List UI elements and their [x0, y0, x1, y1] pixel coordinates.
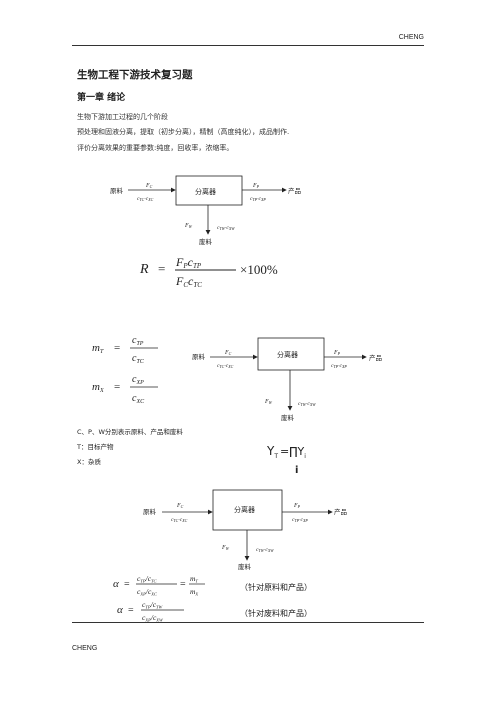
- mt-formula: mT = cTP cTC: [92, 335, 158, 365]
- svg-text:分离器: 分离器: [277, 350, 298, 359]
- header-label: CHENG: [398, 34, 424, 41]
- svg-text:cXP/cXC: cXP/cXC: [137, 587, 158, 597]
- svg-text:=: =: [114, 381, 120, 393]
- svg-text:=: =: [128, 605, 134, 616]
- svg-text:原料: 原料: [192, 352, 206, 361]
- paragraph-line-3: 评价分离效果的重要参数:纯度，回收率，浓缩率。: [77, 144, 234, 152]
- separator-diagram-1: 分离器 原料 FC cTC·cXC 产品 FP cTP·cXP FW cTW·c…: [110, 175, 301, 246]
- svg-text:YT=∏Yi: YT=∏Yi: [266, 444, 306, 460]
- svg-text:cTP: cTP: [132, 335, 144, 347]
- svg-text:FP: FP: [293, 503, 301, 509]
- svg-text:cXC: cXC: [132, 393, 145, 405]
- waste-label: 废料: [199, 237, 213, 246]
- svg-text:FW: FW: [221, 545, 230, 551]
- paragraph-line-2: 预处理和固液分离，提取（初步分离），精制（高度纯化），成品制作.: [77, 128, 290, 136]
- waste-conc-label: cTW·cXW: [217, 225, 235, 231]
- recovery-numerator: FPcTP: [175, 255, 202, 270]
- svg-text:（针对原料和产品）: （针对原料和产品）: [240, 582, 312, 592]
- recovery-eq: =: [158, 261, 165, 276]
- recovery-denominator: FCcTC: [175, 274, 202, 289]
- svg-text:分离器: 分离器: [234, 505, 255, 514]
- svg-text:FW: FW: [264, 399, 273, 405]
- yield-formula: YT=∏Yi i: [266, 444, 306, 476]
- page-header: CHENG: [72, 34, 424, 46]
- svg-text:产品: 产品: [334, 507, 347, 516]
- page-footer: CHENG: [72, 622, 424, 652]
- svg-text:mX: mX: [92, 381, 104, 394]
- svg-text:=: =: [114, 342, 120, 354]
- product-label: 产品: [288, 186, 301, 195]
- fc-label: FC: [145, 183, 153, 189]
- svg-text:废料: 废料: [238, 562, 252, 571]
- paragraph-line-1: 生物下游加工过程的几个阶段: [77, 113, 168, 121]
- svg-text:cTC·cXC: cTC·cXC: [217, 363, 234, 369]
- separator-diagram-3: 分离器 原料 FC cTC·cXC 产品 FP cTP·cXP FW cTW·c…: [143, 489, 347, 571]
- svg-text:cXP/cXW: cXP/cXW: [142, 613, 164, 623]
- alpha-formula-feed: α = cTP/cTC cXP/cXC = mT mX （针对原料和产品）: [113, 574, 312, 597]
- svg-text:i: i: [295, 465, 298, 476]
- svg-text:=: =: [124, 579, 130, 590]
- legend-line-1: C、P、W分别表示原料、产品和废料: [77, 427, 183, 436]
- svg-text:mX: mX: [190, 587, 198, 597]
- chapter-heading: 第一章 绪论: [77, 93, 126, 103]
- svg-text:cTP/cTW: cTP/cTW: [142, 600, 164, 610]
- recovery-tail: ×100%: [240, 262, 278, 277]
- separator-label: 分离器: [195, 187, 216, 196]
- footer-label: CHENG: [72, 645, 98, 652]
- separator-box: [175, 175, 243, 206]
- svg-text:cTC·cXC: cTC·cXC: [171, 517, 188, 523]
- svg-text:cXP: cXP: [132, 374, 144, 386]
- feed-conc-label: cTC·cXC: [137, 196, 154, 202]
- svg-text:mT: mT: [92, 342, 104, 355]
- svg-text:cTP·cXP: cTP·cXP: [292, 517, 308, 523]
- recovery-formula: R = FPcTP FCcTC ×100%: [139, 255, 278, 289]
- product-conc-label: cTP·cXP: [250, 196, 266, 202]
- svg-text:cTC: cTC: [132, 353, 145, 365]
- svg-text:原料: 原料: [143, 507, 157, 516]
- svg-text:（针对废料和产品）: （针对废料和产品）: [240, 608, 312, 618]
- recovery-lhs: R: [139, 262, 149, 277]
- svg-text:cTP·cXP: cTP·cXP: [331, 363, 347, 369]
- svg-text:FC: FC: [224, 350, 232, 356]
- svg-text:α: α: [117, 604, 123, 616]
- svg-text:cTP/cTC: cTP/cTC: [137, 574, 158, 584]
- page-title: 生物工程下游技术复习题: [77, 69, 193, 81]
- fp-label: FP: [252, 183, 260, 189]
- legend-line-2: T：目标产物: [76, 442, 114, 451]
- svg-text:cTW·cXW: cTW·cXW: [256, 547, 274, 553]
- svg-text:=: =: [180, 579, 186, 590]
- fw-label: FW: [184, 223, 193, 229]
- svg-text:产品: 产品: [369, 353, 382, 362]
- svg-text:cTW·cXW: cTW·cXW: [298, 401, 316, 407]
- svg-text:α: α: [113, 578, 119, 590]
- svg-text:FP: FP: [333, 350, 341, 356]
- separator-diagram-2: 分离器 原料 FC cTC·cXC 产品 FP cTP·cXP FW cTW·c…: [192, 337, 382, 422]
- legend-line-3: X：杂质: [77, 457, 101, 466]
- svg-text:FC: FC: [176, 503, 184, 509]
- svg-text:mT: mT: [190, 574, 198, 584]
- svg-text:废料: 废料: [281, 413, 295, 422]
- mx-formula: mX = cXP cXC: [92, 374, 158, 405]
- alpha-formula-waste: α = cTP/cTW cXP/cXW （针对废料和产品）: [117, 600, 312, 623]
- feed-label: 原料: [110, 186, 124, 195]
